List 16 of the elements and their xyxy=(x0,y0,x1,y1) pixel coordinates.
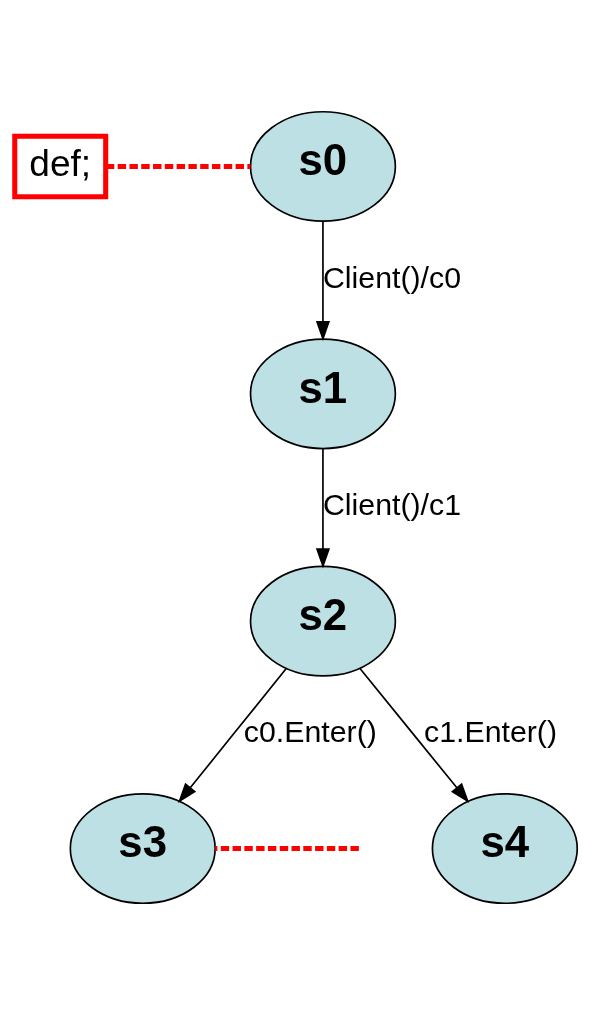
edge-label: Client()/c0 xyxy=(322,260,462,294)
arrow xyxy=(315,220,331,342)
node-ellipse: s1 xyxy=(249,338,397,450)
edge-label: c1.Enter() xyxy=(424,715,558,749)
node-ellipse: s3 xyxy=(69,792,216,905)
edge-label: c0.Enter() xyxy=(243,715,377,749)
arrow xyxy=(178,667,287,804)
node-box: def; xyxy=(12,133,109,200)
connector xyxy=(105,163,251,169)
arrow xyxy=(315,447,331,569)
node-ellipse: s2 xyxy=(249,565,397,677)
connector xyxy=(215,846,359,852)
node-ellipse: s0 xyxy=(249,110,397,223)
node-ellipse: s4 xyxy=(431,792,579,905)
edge-label: Client()/c1 xyxy=(322,487,462,521)
arrow xyxy=(359,667,470,803)
